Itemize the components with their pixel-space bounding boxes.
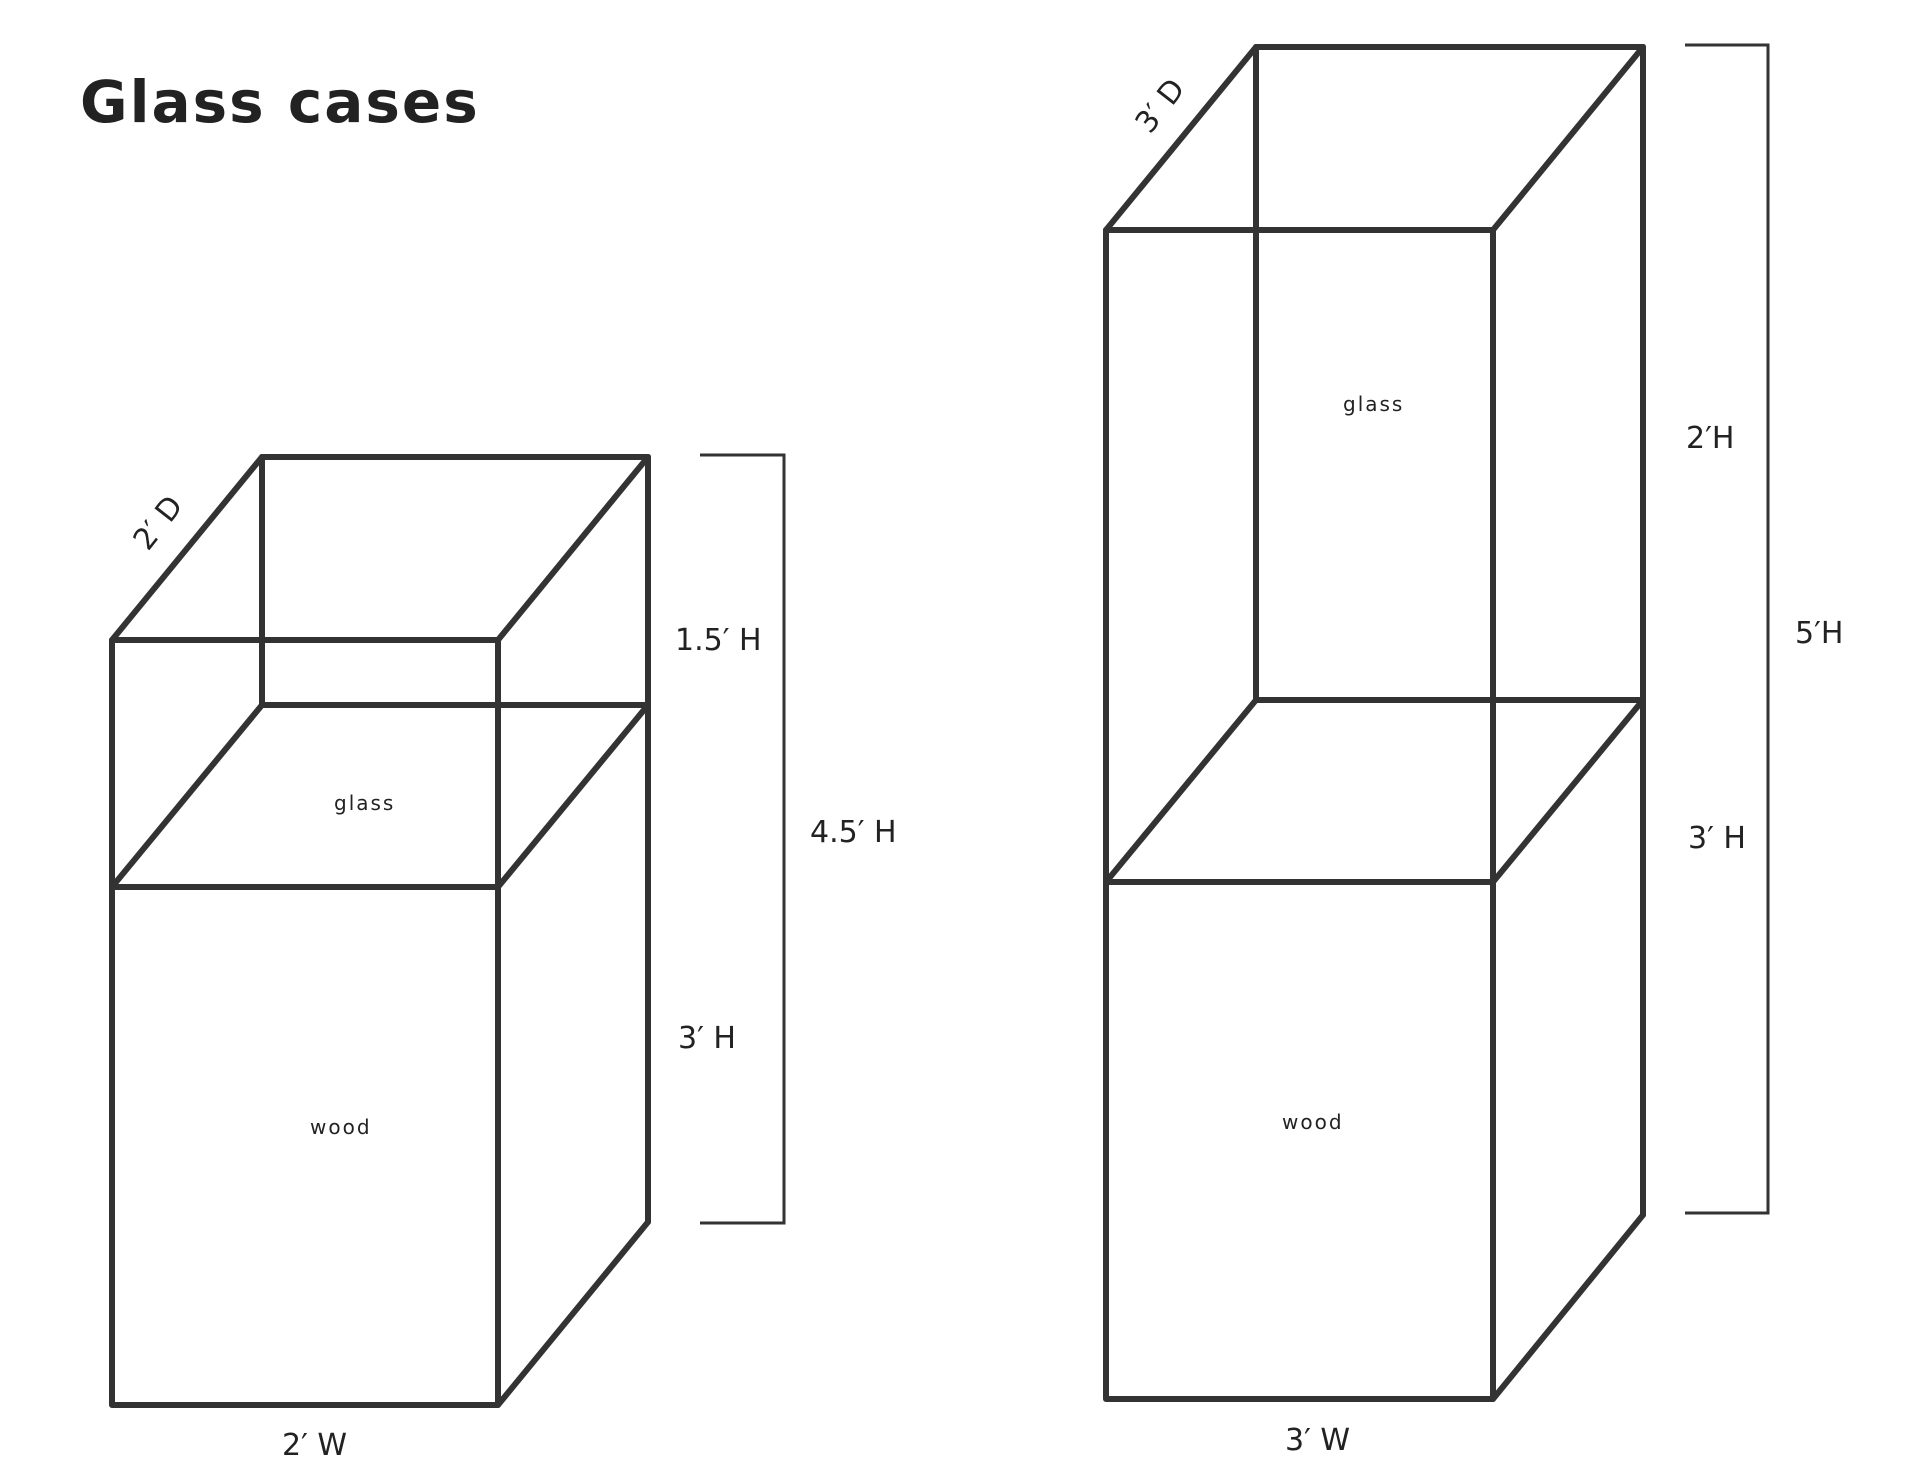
large-depth-label: 3′ D (1129, 72, 1193, 140)
small-total-height-bracket (700, 453, 786, 1225)
large-wood-label: wood (1282, 1110, 1344, 1134)
large-top-right-diagonal (1490, 44, 1646, 233)
large-wood-front-face (1103, 879, 1496, 1402)
small-wood-front-face (109, 884, 501, 1408)
large-bottom-right-diagonal (1490, 1212, 1646, 1402)
small-top-left-diagonal (109, 454, 265, 643)
large-top-left-diagonal (1103, 44, 1259, 233)
large-glass-height-label: 2′H (1686, 421, 1734, 456)
large-shelf-left-diagonal (1103, 697, 1259, 885)
small-glass-label: glass (334, 791, 395, 815)
large-glass-label: glass (1343, 392, 1404, 416)
large-wood-height-label: 3′ H (1688, 821, 1746, 856)
small-shelf-right-diagonal (495, 702, 651, 890)
small-wood-label: wood (310, 1115, 372, 1139)
large-total-height-bracket (1685, 43, 1770, 1215)
small-glass-height-label: 1.5′ H (675, 623, 762, 658)
case-small: 2′ D 1.5′ H 4.5′ H 3′ H 2′ W glass wood (109, 453, 897, 1463)
small-top-right-diagonal (495, 454, 651, 643)
small-shelf-left-diagonal (109, 702, 265, 890)
small-bottom-right-diagonal (495, 1219, 651, 1408)
small-total-height-label: 4.5′ H (810, 815, 897, 850)
large-glass-front-face (1103, 227, 1496, 885)
small-depth-label: 2′ D (127, 489, 191, 557)
large-shelf-right-diagonal (1490, 697, 1646, 885)
case-large: 3′ D 2′H 5′H 3′ H 3′ W glass wood (1103, 43, 1843, 1458)
large-width-label: 3′ W (1285, 1423, 1350, 1458)
small-width-label: 2′ W (282, 1428, 347, 1463)
small-wood-height-label: 3′ H (678, 1021, 736, 1056)
small-glass-front-face (109, 637, 501, 890)
large-total-height-label: 5′H (1795, 616, 1843, 651)
page-title: Glass cases (80, 68, 480, 136)
